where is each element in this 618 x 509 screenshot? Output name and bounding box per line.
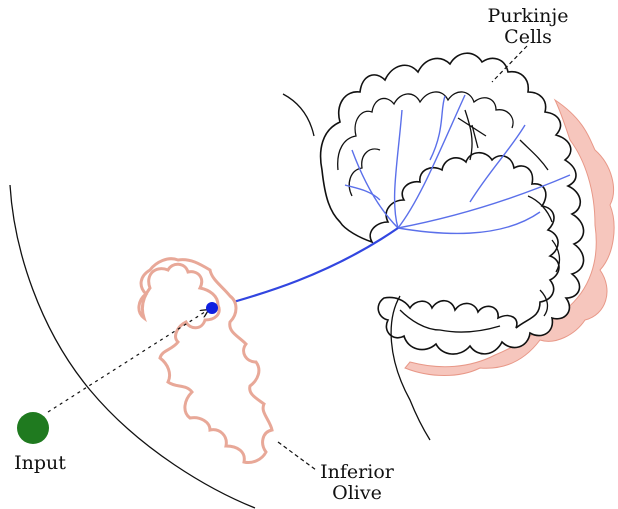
olive-label-line2: Olive	[312, 483, 402, 504]
input-label: Input	[10, 453, 70, 474]
inferior-olive	[139, 259, 272, 463]
olive-label: Inferior Olive	[312, 462, 402, 504]
cerebellum-folia	[321, 53, 584, 354]
purkinje-label: Purkinje Cells	[478, 6, 578, 48]
purkinje-label-line2: Cells	[478, 27, 578, 48]
olive-label-line1: Inferior	[312, 462, 402, 483]
olive-node	[206, 302, 218, 314]
cortex-outline-top	[283, 94, 314, 136]
olive-leader	[278, 442, 316, 470]
purkinje-label-line1: Purkinje	[478, 6, 578, 27]
input-node	[17, 412, 49, 444]
